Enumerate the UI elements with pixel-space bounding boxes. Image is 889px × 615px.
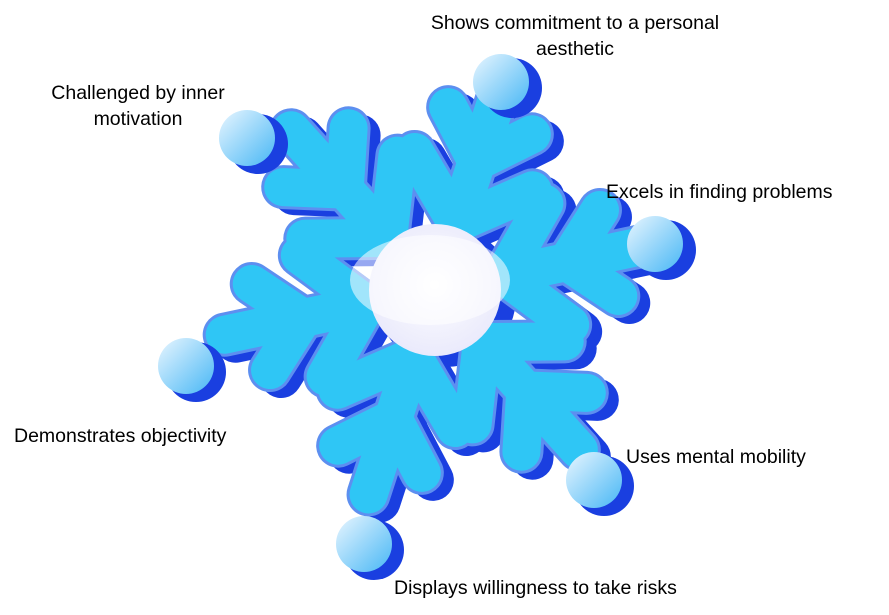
label-personal-aesthetic: Shows commitment to a personal aesthetic — [420, 10, 730, 62]
label-line: Shows commitment to a personal — [420, 10, 730, 36]
snowflake-highlight — [350, 235, 510, 325]
label-inner-motivation: Challenged by inner motivation — [40, 80, 236, 132]
label-mental-mobility: Uses mental mobility — [626, 444, 806, 470]
label-line: motivation — [40, 106, 236, 132]
label-line: aesthetic — [420, 36, 730, 62]
label-objectivity: Demonstrates objectivity — [14, 423, 226, 449]
label-line: Challenged by inner — [40, 80, 236, 106]
label-take-risks: Displays willingness to take risks — [394, 575, 677, 601]
label-finding-problems: Excels in finding problems — [606, 179, 833, 205]
